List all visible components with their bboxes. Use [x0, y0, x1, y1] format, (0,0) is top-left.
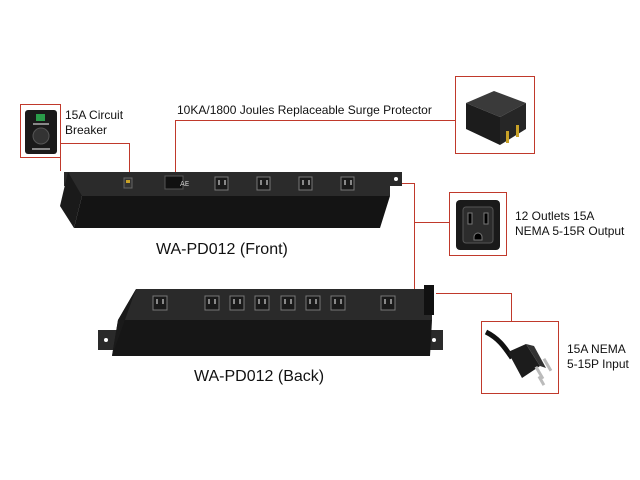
leader-input-h — [436, 293, 512, 294]
front-caption: WA-PD012 (Front) — [156, 241, 288, 258]
input-label-line1: 15A NEMA — [567, 342, 626, 356]
leader-breaker-v2 — [129, 143, 130, 181]
breaker-callout-box — [20, 104, 61, 158]
leader-outlet-h2 — [414, 222, 450, 223]
breaker-label-line1: 15A Circuit — [65, 108, 124, 122]
leader-outlet-h1 — [357, 183, 415, 184]
plug-callout-box — [481, 321, 559, 394]
circuit-breaker-icon — [25, 110, 57, 154]
surge-module-icon — [466, 91, 526, 145]
leader-breaker-h — [60, 143, 130, 144]
breaker-label-line2: Breaker — [65, 123, 108, 137]
outlet-callout-box — [449, 192, 507, 256]
breaker-label: 15A Circuit Breaker — [65, 108, 123, 138]
leader-outlet-h3 — [392, 300, 415, 301]
leader-input-v — [511, 293, 512, 321]
nema-5-15p-plug-icon — [484, 329, 553, 386]
input-label: 15A NEMA 5-15P Input — [567, 342, 629, 372]
leader-surge-h — [175, 120, 456, 121]
surge-callout-box — [455, 76, 535, 154]
input-label-line2: 5-15P Input — [567, 357, 629, 371]
outlets-label: 12 Outlets 15A NEMA 5-15R Output — [515, 209, 624, 239]
outlets-label-line1: 12 Outlets 15A — [515, 209, 595, 223]
svg-text:AE: AE — [180, 180, 189, 188]
nema-5-15r-outlet-icon — [456, 200, 500, 250]
leader-surge-v — [175, 120, 176, 180]
leader-outlet-v — [414, 183, 415, 301]
outlets-label-line2: NEMA 5-15R Output — [515, 224, 625, 238]
surge-label: 10KA/1800 Joules Replaceable Surge Prote… — [177, 103, 432, 117]
back-caption: WA-PD012 (Back) — [194, 368, 325, 385]
leader-breaker-v1 — [60, 157, 61, 171]
